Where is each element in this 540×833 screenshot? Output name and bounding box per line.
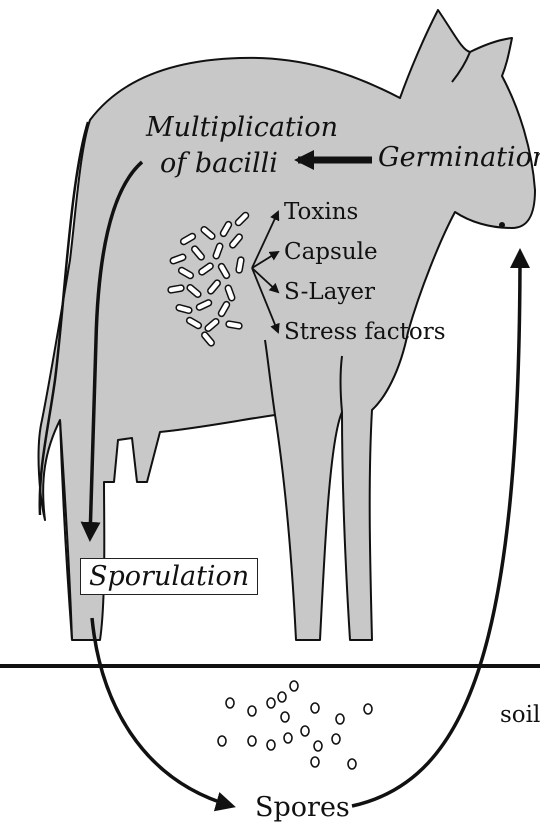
s-layer-label: S-Layer xyxy=(284,281,375,304)
multiplication-label-line2: of bacilli xyxy=(160,150,278,177)
multiplication-label-line1: Multiplication xyxy=(146,114,338,141)
stress-factors-label: Stress factors xyxy=(284,321,446,344)
sporulation-label: Sporulation xyxy=(80,558,258,595)
cow-eye xyxy=(499,222,505,228)
sporulation-to-spores-arrow xyxy=(92,618,232,806)
toxins-label: Toxins xyxy=(284,201,358,224)
soil-spores xyxy=(218,681,372,769)
soil-label: soil xyxy=(500,704,540,727)
capsule-label: Capsule xyxy=(284,241,378,264)
germination-label: Germination xyxy=(378,144,540,171)
spores-label: Spores xyxy=(255,794,350,821)
